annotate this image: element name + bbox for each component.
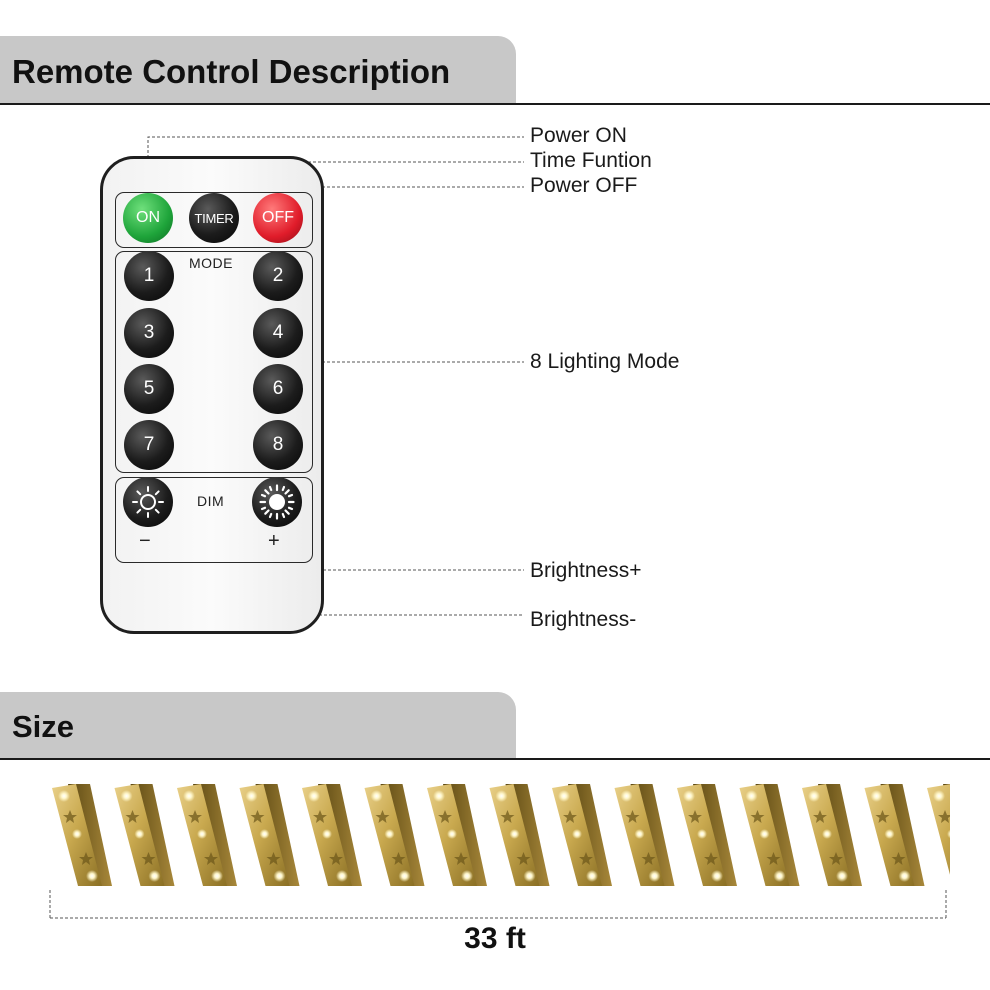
callout-power-on: Power ON [530, 124, 627, 147]
length-label: 33 ft [464, 922, 526, 955]
callout-brightness-plus: Brightness+ [530, 559, 642, 582]
ribbon-light-string [50, 780, 950, 890]
off-button-label: OFF [262, 209, 294, 226]
off-button[interactable]: OFF [253, 193, 303, 243]
size-section-title: Size [12, 709, 75, 744]
plus-sign: + [268, 530, 280, 552]
mode-button-3[interactable]: 3 [124, 308, 174, 358]
sun-dim-icon [132, 486, 164, 518]
remote-section-title: Remote Control Description [12, 53, 451, 90]
mode-button-label: 8 [272, 434, 284, 455]
on-button-label: ON [136, 209, 160, 226]
mode-button-label: 6 [272, 378, 284, 399]
brightness-minus-button[interactable] [123, 477, 173, 527]
mode-button-label: 2 [272, 265, 284, 286]
callout-time-function: Time Funtion [530, 149, 652, 172]
brightness-plus-button[interactable] [252, 477, 302, 527]
callout-brightness-minus: Brightness- [530, 608, 637, 631]
mode-button-label: 3 [143, 322, 155, 343]
power-panel [115, 192, 313, 248]
callout-power-off: Power OFF [530, 174, 638, 197]
mode-button-label: 7 [143, 434, 155, 455]
dim-label: DIM [197, 493, 225, 509]
callout-lighting-mode: 8 Lighting Mode [530, 350, 680, 373]
remote-section-rule [0, 103, 990, 105]
minus-sign: − [139, 530, 151, 552]
timer-button[interactable]: TIMER [189, 193, 239, 243]
size-section-rule [0, 758, 990, 760]
length-dimension-line [49, 890, 947, 919]
mode-button-2[interactable]: 2 [253, 251, 303, 301]
mode-button-8[interactable]: 8 [253, 420, 303, 470]
dim-panel [115, 477, 313, 563]
mode-panel [115, 251, 313, 473]
mode-button-1[interactable]: 1 [124, 251, 174, 301]
mode-button-label: 5 [143, 378, 155, 399]
on-button[interactable]: ON [123, 193, 173, 243]
sun-bright-icon [259, 484, 295, 520]
mode-button-4[interactable]: 4 [253, 308, 303, 358]
timer-button-label: TIMER [194, 210, 234, 226]
mode-button-label: 1 [143, 265, 155, 286]
mode-button-5[interactable]: 5 [124, 364, 174, 414]
remote-section-tab: Remote Control Description [0, 36, 516, 104]
size-section-tab: Size [0, 692, 516, 758]
mode-button-label: 4 [272, 322, 284, 343]
mode-button-7[interactable]: 7 [124, 420, 174, 470]
mode-button-6[interactable]: 6 [253, 364, 303, 414]
mode-label: MODE [189, 255, 233, 271]
